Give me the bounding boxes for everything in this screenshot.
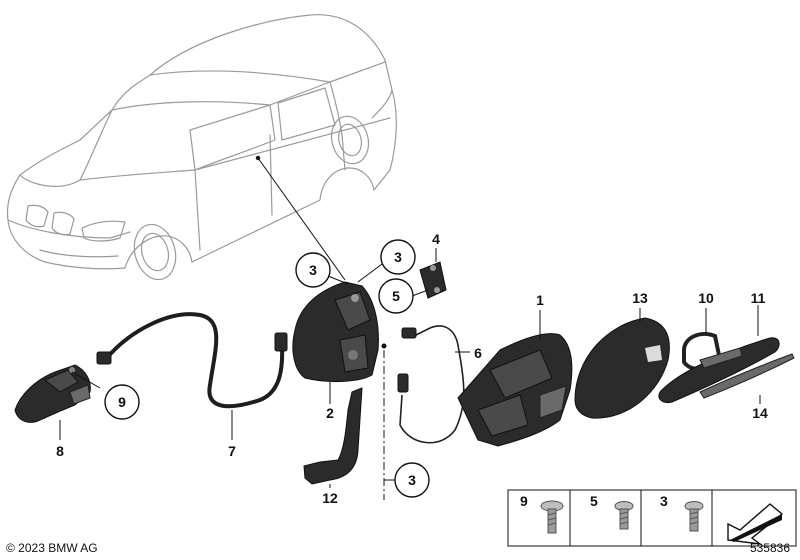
part-2-door-lock	[292, 281, 379, 404]
callout-2: 2	[326, 405, 334, 421]
svg-text:3: 3	[394, 249, 402, 265]
arrow-down-left-icon	[727, 503, 784, 546]
callout-13: 13	[632, 290, 648, 306]
callout-12: 12	[322, 490, 338, 506]
diagram-id: 535836	[749, 541, 790, 555]
part-8-handle-carrier	[14, 364, 91, 423]
part-12-bracket	[303, 387, 363, 488]
vehicle-outline	[6, 14, 397, 281]
part-1-handle-carrier	[457, 310, 573, 447]
callout-6: 6	[474, 345, 482, 361]
callout-11: 11	[751, 290, 766, 306]
svg-text:3: 3	[408, 472, 416, 488]
legend-label-5: 5	[590, 493, 598, 509]
callout-14: 14	[752, 405, 768, 421]
callout-3-top-left: 3	[295, 252, 349, 288]
svg-text:3: 3	[309, 262, 317, 278]
legend-label-9: 9	[520, 493, 528, 509]
part-7-cable	[96, 312, 288, 440]
legend-screw-5-icon	[614, 501, 634, 530]
svg-text:5: 5	[392, 288, 400, 304]
callout-10: 10	[698, 290, 714, 306]
part-14-trim-strip	[699, 353, 795, 404]
callout-5-top: 5	[378, 278, 414, 314]
part-4-striker-plate	[411, 248, 447, 299]
part-13-cover	[574, 308, 670, 419]
callout-1: 1	[536, 292, 544, 308]
fastener-legend: 9 5 3	[507, 489, 797, 547]
callout-9: 9	[104, 384, 140, 420]
callout-8: 8	[56, 443, 64, 459]
svg-text:9: 9	[118, 394, 126, 410]
callout-3-top-right: 3	[357, 239, 416, 283]
callout-4: 4	[432, 231, 440, 247]
legend-label-3: 3	[660, 493, 668, 509]
leader-9-screw	[71, 371, 101, 389]
callout-7: 7	[228, 443, 236, 459]
legend-screw-9-icon	[540, 500, 564, 534]
callout-3-bottom: 3	[394, 462, 430, 498]
legend-screw-3-icon	[684, 501, 704, 532]
leader-car-to-lock	[257, 157, 346, 281]
copyright-text: © 2023 BMW AG	[6, 541, 98, 555]
part-11-door-handle	[658, 305, 780, 403]
callout-labels: 3 3 5 9 3 4 1 13 10 11 6 2 14 8 7 12	[56, 231, 768, 506]
part-6-release-cable	[381, 325, 470, 444]
